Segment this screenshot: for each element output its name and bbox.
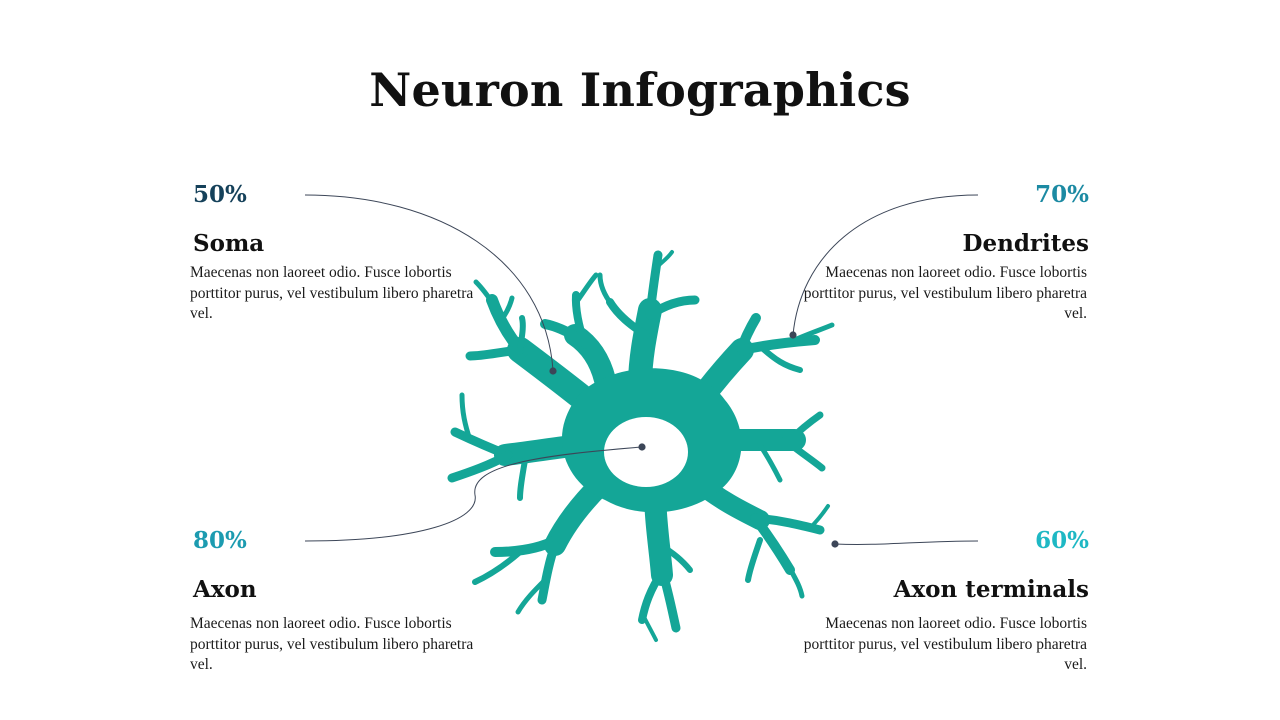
axon-dot <box>638 443 646 451</box>
soma-percent: 50% <box>193 181 247 208</box>
dendrites-dot <box>789 331 797 339</box>
axon-percent: 80% <box>193 527 247 554</box>
neuron-body <box>447 250 835 642</box>
neuron-illustration <box>447 250 835 642</box>
axon-terminals-connector <box>834 540 979 545</box>
axon-terminals-dot <box>831 540 839 548</box>
axon-terminals-label: Axon terminals <box>893 576 1089 603</box>
axon-label: Axon <box>193 576 257 603</box>
dendrites-label: Dendrites <box>962 230 1089 257</box>
axon-connector <box>304 446 643 542</box>
soma-label: Soma <box>193 230 265 257</box>
soma-description: Maecenas non laoreet odio. Fusce loborti… <box>190 264 474 322</box>
connector-dots <box>549 331 839 548</box>
dendrites-percent: 70% <box>1035 181 1089 208</box>
soma-connector <box>304 194 554 371</box>
soma-dot <box>549 367 557 375</box>
dendrites-connector <box>792 194 979 336</box>
axon-description: Maecenas non laoreet odio. Fusce loborti… <box>190 615 474 673</box>
axon-terminals-description: Maecenas non laoreet odio. Fusce loborti… <box>803 615 1087 673</box>
axon-terminals-percent: 60% <box>1035 527 1089 554</box>
page-title: Neuron Infographics <box>369 63 911 117</box>
nucleus <box>604 417 688 487</box>
dendrites-description: Maecenas non laoreet odio. Fusce loborti… <box>803 264 1087 322</box>
connectors <box>304 194 979 545</box>
